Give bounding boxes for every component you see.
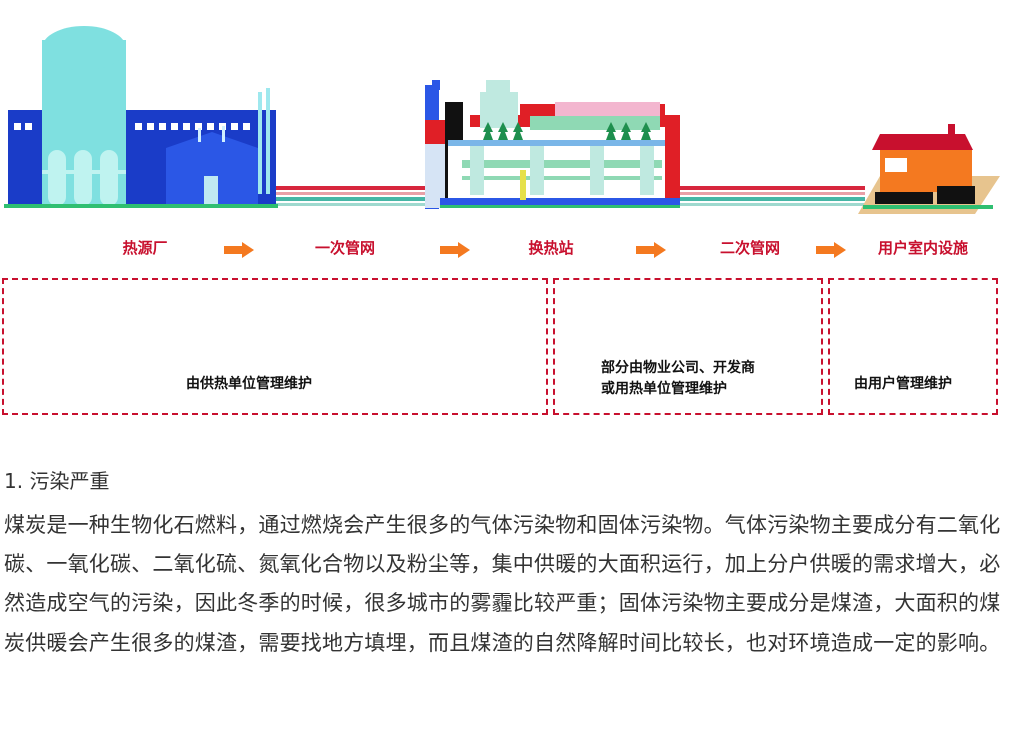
arrow-icon <box>440 242 470 258</box>
section-paragraph: 煤炭是一种生物化石燃料，通过燃烧会产生很多的气体污染物和固体污染物。气体污染物主… <box>4 513 1001 655</box>
user-house-icon <box>858 124 1000 214</box>
exchange-station-icon <box>425 80 680 209</box>
maintenance-box-user <box>828 278 998 415</box>
arrow-icon <box>816 242 846 258</box>
secondary-pipes <box>680 186 865 206</box>
arrow-icon <box>224 242 254 258</box>
heating-system-illustration <box>4 26 1000 214</box>
stage-label-primary-network: 一次管网 <box>314 239 376 257</box>
heat-plant-icon <box>4 26 278 208</box>
stage-label-exchange-station: 换热站 <box>528 239 574 257</box>
stage-label-secondary-network: 二次管网 <box>719 239 781 257</box>
maintenance-text-user: 由用户管理维护 <box>854 376 952 392</box>
stage-label-heat-source: 热源厂 <box>122 239 168 257</box>
maintenance-text-property-line1: 部分由物业公司、开发商 <box>601 360 755 376</box>
section-heading: 1. 污染严重 <box>4 469 110 493</box>
maintenance-text-heating-unit: 由供热单位管理维护 <box>186 376 312 392</box>
primary-pipes <box>275 186 425 206</box>
maintenance-box-property <box>553 278 823 415</box>
maintenance-text-property-line2: 或用热单位管理维护 <box>601 381 727 397</box>
stage-label-user-facility: 用户室内设施 <box>877 239 969 257</box>
arrow-icon <box>636 242 666 258</box>
maintenance-box-heating-unit <box>2 278 548 415</box>
